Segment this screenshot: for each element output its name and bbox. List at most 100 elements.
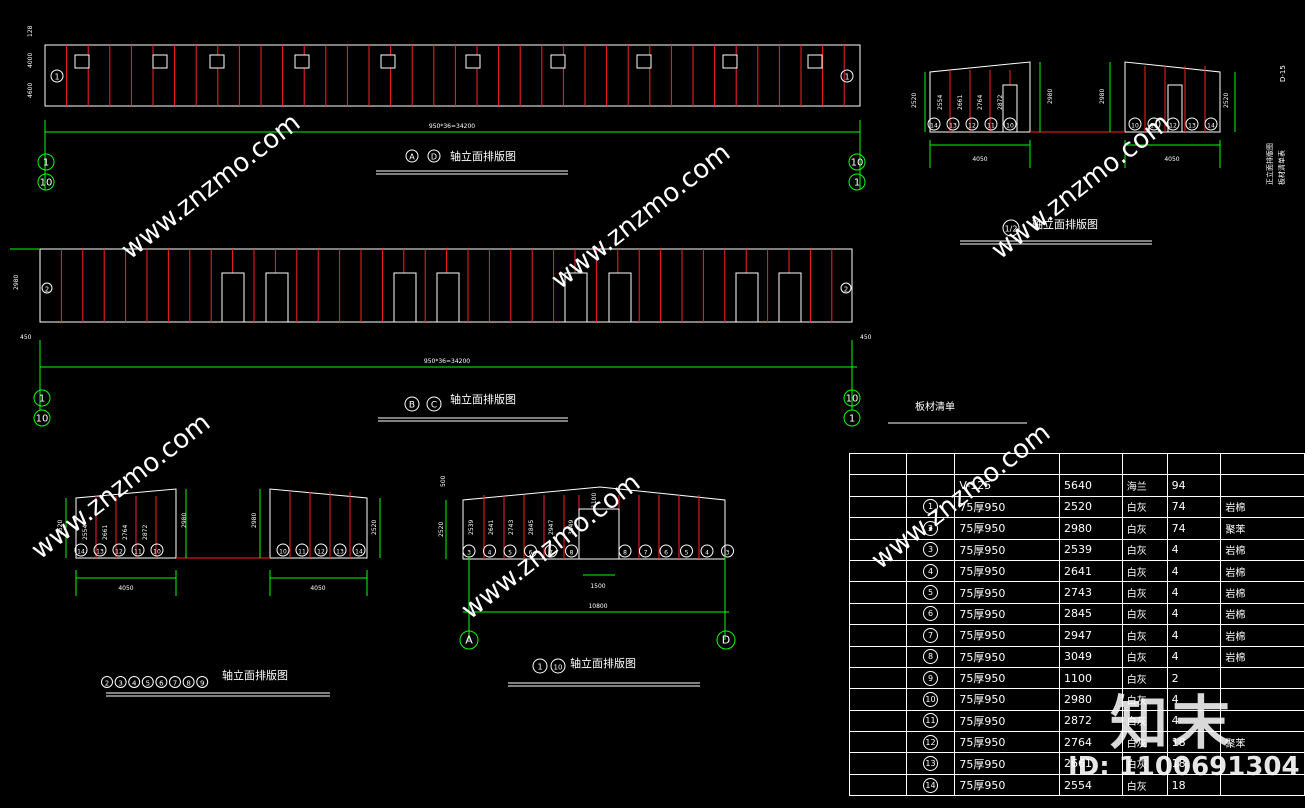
bubble-label: D bbox=[722, 634, 730, 647]
bubble-circle bbox=[618, 544, 632, 558]
table-cell: 3049 bbox=[1059, 645, 1123, 668]
door bbox=[778, 272, 802, 323]
bubble-circle bbox=[141, 676, 154, 688]
table-cell: 6 bbox=[905, 602, 956, 626]
axis-bubble: 10 bbox=[37, 173, 55, 191]
table-cell: 75厚950 bbox=[954, 666, 1060, 690]
table-cell: 白灰 bbox=[1121, 517, 1168, 540]
panel-height: 2743 bbox=[508, 520, 515, 535]
panel-tag: 14 bbox=[1204, 117, 1218, 131]
panel-tag: 13 bbox=[333, 543, 347, 557]
bubble-circle bbox=[946, 117, 960, 131]
bubble-label: 8 bbox=[186, 680, 190, 688]
panel-height: 2661 bbox=[102, 525, 109, 540]
table-cell: 14 bbox=[905, 773, 956, 797]
bubble-circle bbox=[483, 544, 496, 558]
table-cell: 2 bbox=[905, 517, 956, 540]
panel-tag: 11 bbox=[131, 543, 145, 557]
bubble-circle bbox=[927, 117, 941, 131]
panel-tag: 3 bbox=[462, 544, 476, 558]
bubble-label: 11 bbox=[298, 549, 306, 556]
bubble-label: 6 bbox=[529, 550, 533, 557]
table-cell bbox=[849, 773, 907, 797]
table-cell: 75厚950 bbox=[954, 581, 1060, 604]
bubble-label: 12 bbox=[968, 123, 976, 130]
table-cell bbox=[849, 688, 907, 711]
table-cell: 2980 bbox=[1059, 517, 1123, 540]
panel-tag: 1 bbox=[840, 69, 854, 83]
bubble-label: 13 bbox=[949, 123, 957, 130]
bubble-label: 6 bbox=[664, 550, 668, 557]
bubble-label: 12 bbox=[317, 549, 325, 556]
dimension-total: 950*36=34200 bbox=[429, 123, 475, 130]
wall-outline bbox=[44, 44, 861, 107]
axis-bubble: 1 bbox=[843, 409, 861, 427]
dim-width: 4050 bbox=[1164, 156, 1179, 163]
table-cell: 白灰 bbox=[1121, 495, 1168, 519]
bubble-label: 10 bbox=[1006, 123, 1014, 130]
row-number-bubble: 12 bbox=[923, 734, 938, 750]
title-bubble: 4 bbox=[128, 676, 141, 688]
bubble-label: 1 bbox=[854, 178, 860, 189]
drawing-title: 轴立面排版图 bbox=[1032, 217, 1098, 231]
table-cell bbox=[849, 666, 907, 690]
table-cell: 75厚950 bbox=[954, 731, 1060, 754]
bubble-label: 5 bbox=[685, 550, 689, 557]
axis-bubble: 10 bbox=[33, 409, 51, 427]
table-cell: 75厚950 bbox=[954, 624, 1060, 647]
bubble-label: 14 bbox=[77, 549, 85, 556]
bubble-label: D bbox=[431, 153, 437, 162]
bubble-label: 1 bbox=[39, 394, 45, 405]
window bbox=[74, 54, 90, 69]
drawing-title: 轴立面排版图 bbox=[450, 149, 516, 163]
title-bubble: 8 bbox=[182, 676, 195, 688]
bubble-label: 10 bbox=[36, 414, 49, 425]
door bbox=[578, 508, 620, 560]
table-cell bbox=[849, 645, 907, 668]
table-cell: 2980 bbox=[1059, 688, 1123, 711]
table-cell: 18 bbox=[1166, 773, 1222, 797]
table-cell: 4 bbox=[1166, 538, 1222, 561]
table-cell: 岩棉 bbox=[1220, 602, 1305, 626]
window bbox=[722, 54, 738, 69]
bubble-label: 11 bbox=[1150, 123, 1158, 130]
panel-tag: 4 bbox=[700, 544, 714, 558]
row-number-bubble: 10 bbox=[923, 691, 938, 707]
bubble-circle bbox=[112, 543, 126, 557]
bubble-label: 10 bbox=[846, 394, 859, 405]
table-cell: 岩棉 bbox=[1220, 559, 1305, 583]
bubble-circle bbox=[984, 117, 998, 131]
table-cell: 13 bbox=[905, 752, 956, 775]
bubble-label: 1/2 bbox=[1005, 225, 1018, 234]
bubble-circle bbox=[721, 544, 734, 558]
table-cell bbox=[849, 495, 907, 519]
bubble-label: 13 bbox=[96, 549, 104, 556]
table-cell: 2554 bbox=[1059, 773, 1123, 797]
window bbox=[465, 54, 481, 69]
window bbox=[152, 54, 168, 69]
bubble-circle bbox=[333, 543, 347, 557]
panel-tag: 12 bbox=[112, 543, 126, 557]
row-number-bubble: 3 bbox=[923, 542, 938, 558]
bubble-circle bbox=[276, 543, 290, 557]
table-cell: 聚苯 bbox=[1220, 731, 1305, 754]
dim-height: 2520 bbox=[438, 522, 445, 537]
title-bubble: C bbox=[426, 396, 442, 412]
panel-tag: 12 bbox=[965, 117, 979, 131]
table-cell: 74 bbox=[1166, 517, 1222, 540]
gable-left-outline bbox=[75, 488, 177, 559]
title-bubble: 2 bbox=[101, 676, 113, 688]
bubble-label: 10 bbox=[554, 664, 563, 672]
door bbox=[265, 272, 289, 323]
panel-tag: 11 bbox=[295, 543, 309, 557]
table-cell bbox=[849, 752, 907, 775]
table-cell bbox=[905, 474, 956, 497]
